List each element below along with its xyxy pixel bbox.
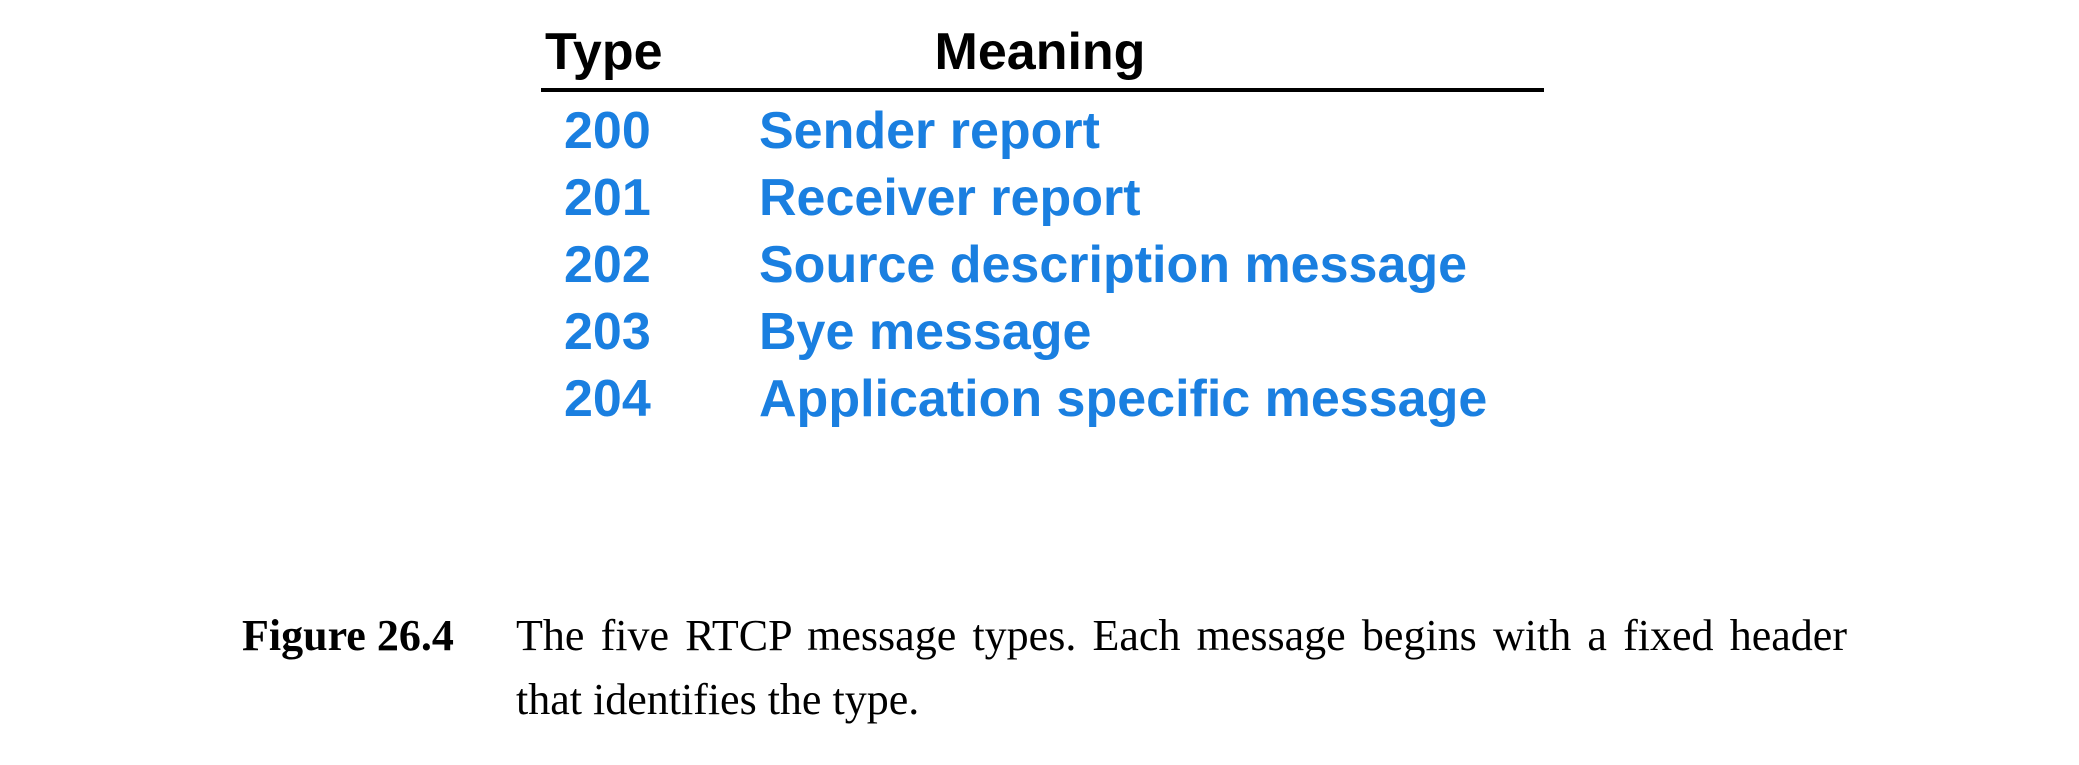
table-row: 201 Receiver report [541, 165, 1544, 232]
meaning-cell: Receiver report [759, 169, 1141, 227]
table-row: 202 Source description message [541, 232, 1544, 299]
type-cell: 204 [564, 370, 651, 428]
meaning-cell: Sender report [759, 102, 1100, 160]
table-row: 204 Application specific message [541, 366, 1544, 433]
type-cell: 200 [564, 102, 651, 160]
meaning-cell: Bye message [759, 303, 1092, 361]
table-body: 200 Sender report 201 Receiver report 20… [541, 92, 1544, 433]
meaning-cell: Application specific message [759, 370, 1488, 428]
table-header: Type Meaning [541, 20, 1544, 92]
type-cell: 201 [564, 169, 651, 227]
type-cell: 203 [564, 303, 651, 361]
rtcp-message-types-table: Type Meaning 200 Sender report 201 Recei… [541, 20, 1544, 433]
column-header-meaning: Meaning [934, 23, 1146, 81]
figure-label: Figure 26.4 [242, 611, 454, 660]
caption-text: The five RTCP message types. Each messag… [516, 611, 1847, 724]
type-cell: 202 [564, 236, 651, 294]
meaning-cell: Source description message [759, 236, 1468, 294]
table-row: 200 Sender report [541, 98, 1544, 165]
column-header-type: Type [545, 23, 663, 81]
table-row: 203 Bye message [541, 299, 1544, 366]
